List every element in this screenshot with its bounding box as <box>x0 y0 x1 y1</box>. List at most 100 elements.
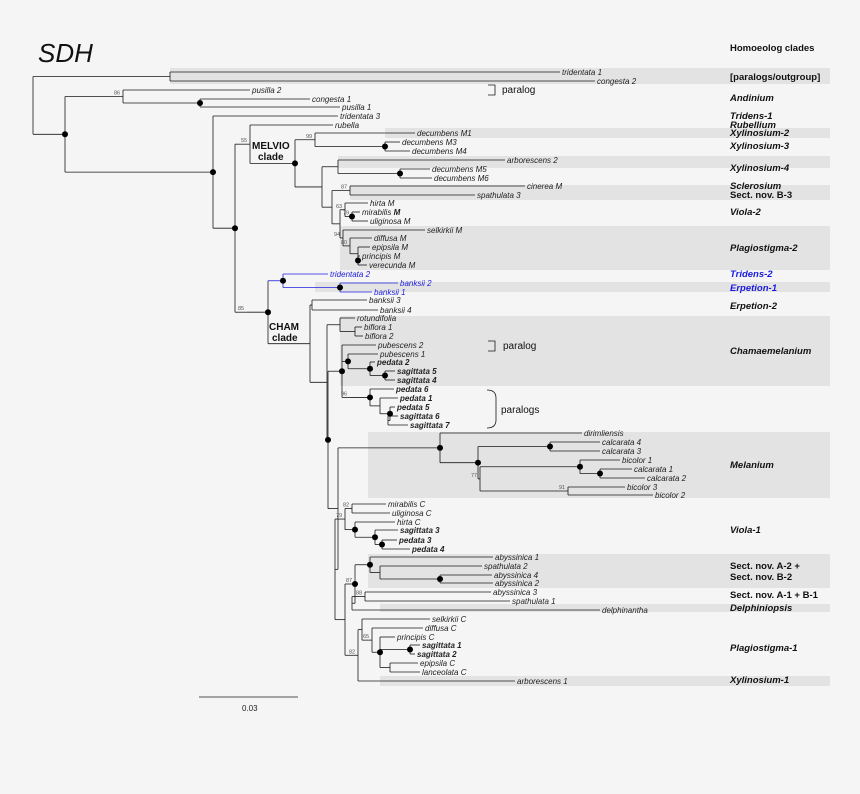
support-value-15: 87 <box>346 578 352 584</box>
clade-labels: [paralogs/outgroup]AndiniumTridens-1Rube… <box>729 72 820 686</box>
clade-label-11: Tridens-2 <box>730 269 773 280</box>
clade-label-9: Viola-2 <box>730 207 762 218</box>
tip-label-spa1: spathulata 1 <box>512 597 556 606</box>
clade-label-12: Erpetion-1 <box>730 283 777 294</box>
paralogs-bracket <box>486 389 497 429</box>
clade-band-4 <box>350 192 830 200</box>
tip-label-aby4: abyssinica 4 <box>494 571 539 580</box>
melvio-clade-label: MELVIO <box>252 141 290 152</box>
node-dot-75 <box>280 277 286 284</box>
node-dot-173 <box>352 581 358 587</box>
clade-band-1 <box>385 128 830 138</box>
clade-band-11 <box>380 676 830 686</box>
tip-label-cal4: calcarata 4 <box>602 438 642 447</box>
node-dot-175 <box>367 561 373 568</box>
tip-label-ped2: pedata 2 <box>376 358 410 367</box>
tip-label-bic1: bicolor 1 <box>622 456 652 465</box>
tip-label-congesta2: congesta 2 <box>597 77 637 86</box>
support-value-8: 80 <box>341 240 347 246</box>
tip-label-sag1: sagittata 1 <box>422 641 462 650</box>
clade-band-2 <box>338 156 830 168</box>
clade-label-0: [paralogs/outgroup] <box>730 72 820 83</box>
node-dot-200 <box>377 649 383 656</box>
tip-label-ped1: pedata 1 <box>399 394 433 403</box>
tip-label-pusilla2: pusilla 2 <box>251 86 282 95</box>
tip-label-ban3: banksii 3 <box>369 296 401 305</box>
support-value-17: 65 <box>363 634 369 640</box>
tip-label-ban1: banksii 1 <box>374 288 406 297</box>
paralog-note-1: paralog <box>502 85 535 96</box>
tip-label-ped3: pedata 3 <box>398 536 432 545</box>
tip-label-ped4: pedata 4 <box>411 545 445 554</box>
node-dot-17 <box>210 169 216 176</box>
support-value-2: 55 <box>241 138 247 144</box>
node-dot-20 <box>232 225 238 232</box>
paralog-bracket-2 <box>488 340 496 352</box>
tip-label-selM: selkirkii M <box>427 226 462 235</box>
tip-label-spa2: spathulata 2 <box>484 562 528 571</box>
tip-label-tri2: tridentata 2 <box>330 270 371 279</box>
tip-label-verM: verecunda M <box>369 261 416 270</box>
clade-label-10: Plagiostigma-2 <box>730 243 798 254</box>
clade-label-8: Sect. nov. B-3 <box>730 190 792 201</box>
tip-label-congesta1: congesta 1 <box>312 95 351 104</box>
tip-label-priC: principis C <box>396 633 435 642</box>
node-dot-67 <box>355 257 361 264</box>
node-dot-131 <box>437 444 443 451</box>
tip-label-bic2: bicolor 2 <box>655 491 686 500</box>
clade-band-6 <box>315 282 830 292</box>
support-value-5: 87 <box>341 185 347 191</box>
node-dot-134 <box>475 459 481 466</box>
node-dot-203 <box>407 646 413 653</box>
clade-label-2: Tridens-1 <box>730 111 773 122</box>
node-dot-8 <box>62 131 68 138</box>
tip-label-del: delphinantha <box>602 606 648 615</box>
tip-label-mirM: mirabilis M <box>362 208 401 217</box>
tip-label-bif2: biflora 2 <box>365 332 394 341</box>
node-dot-13 <box>197 100 203 106</box>
paralog-note-2: paralog <box>503 341 536 352</box>
paralogs-note: paralogs <box>501 405 539 416</box>
support-value-13: 82 <box>343 503 349 509</box>
clade-label-21: Plagiostigma-1 <box>730 643 798 654</box>
tip-label-hirM: hirta M <box>370 199 395 208</box>
clade-label-18: Sect. nov. B-2 <box>730 572 792 583</box>
node-dot-142 <box>577 463 583 470</box>
tip-label-arb2: arborescens 2 <box>507 156 558 165</box>
clade-label-14: Chamaemelanium <box>730 346 812 357</box>
tip-label-bif1: biflora 1 <box>364 323 392 332</box>
tip-label-pub1: pubescens 1 <box>379 350 425 359</box>
node-dot-108 <box>382 372 388 379</box>
tip-label-decM1: decumbens M1 <box>417 129 472 138</box>
clade-band-9 <box>368 554 830 588</box>
clades-header: Homoeolog clades <box>730 43 814 54</box>
clade-label-16: Viola-1 <box>730 525 761 536</box>
support-value-7: 79 <box>343 211 349 217</box>
clade-band-5 <box>340 226 830 270</box>
clade-label-4: Xylinosium-2 <box>729 128 790 139</box>
tip-label-selC: selkirkii C <box>432 615 466 624</box>
tip-label-cinM: cinerea M <box>527 182 562 191</box>
tip-label-ban2: banksii 2 <box>400 279 432 288</box>
tip-label-epiC: epipsila C <box>420 659 455 668</box>
node-dot-145 <box>597 470 603 477</box>
support-value-18: 82 <box>349 649 355 655</box>
node-dot-78 <box>337 284 343 291</box>
tip-label-ped5: pedata 5 <box>396 403 430 412</box>
support-value-14: 79 <box>336 513 342 519</box>
node-dot-164 <box>372 534 378 541</box>
node-dot-25 <box>292 160 298 167</box>
tip-label-cal3: calcarata 3 <box>602 447 642 456</box>
tree-branches <box>32 71 653 682</box>
support-nodes <box>62 100 603 656</box>
clade-label-13: Erpetion-2 <box>730 301 778 312</box>
cham-clade-label: CHAM <box>269 322 299 333</box>
tip-label-arb1: arborescens 1 <box>517 677 568 686</box>
tip-label-decM5: decumbens M5 <box>432 165 487 174</box>
support-value-6: 63 <box>336 204 342 210</box>
figure-title: SDH <box>38 38 93 68</box>
clade-label-1: Andinium <box>729 93 774 104</box>
